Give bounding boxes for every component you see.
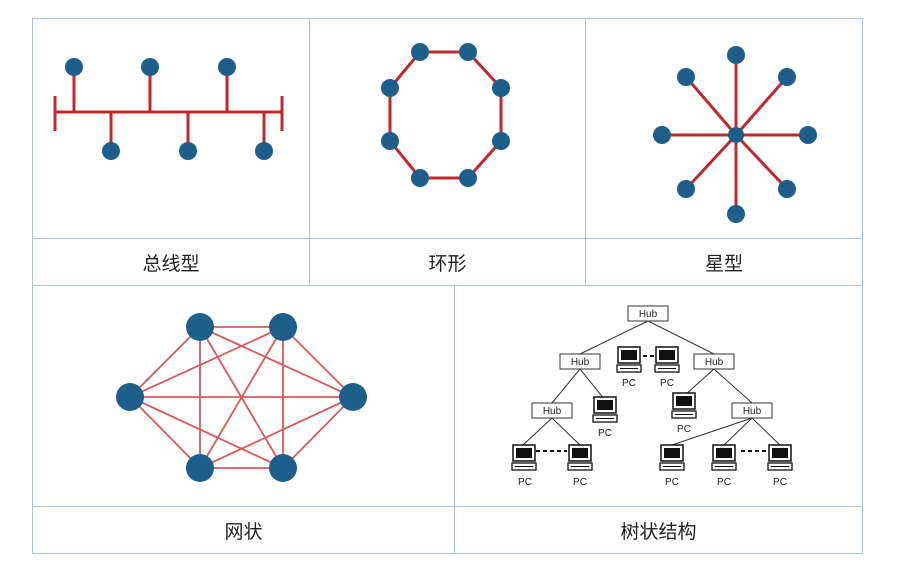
- ring-diagram-cell: [309, 18, 586, 239]
- tree-diagram-cell: [454, 285, 863, 507]
- bus-caption: 总线型: [32, 238, 310, 286]
- tree-caption: 树状结构: [454, 506, 863, 554]
- star-caption: 星型: [585, 238, 863, 286]
- star-diagram-cell: [585, 18, 863, 239]
- bus-diagram-cell: [32, 18, 310, 239]
- ring-caption: 环形: [309, 238, 586, 286]
- mesh-caption: 网状: [32, 506, 455, 554]
- mesh-diagram-cell: [32, 285, 455, 507]
